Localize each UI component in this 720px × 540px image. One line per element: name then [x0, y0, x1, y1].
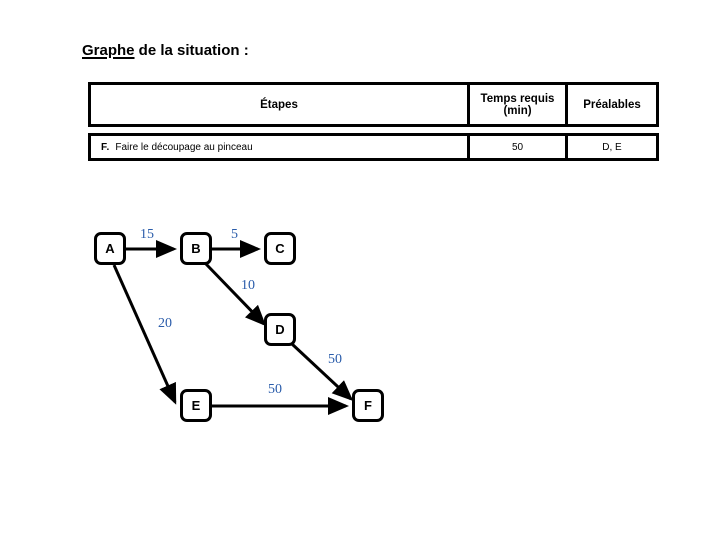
cell-prealables: D, E: [565, 133, 659, 161]
graph-node-e-label: E: [191, 398, 201, 413]
edge-label-b-c: 5: [231, 227, 238, 242]
header-temps-line1: Temps requis: [480, 92, 555, 105]
edge-label-a-e: 20: [158, 316, 172, 331]
edge-label-b-d: 10: [241, 278, 255, 293]
graph-node-c-label: C: [275, 241, 285, 256]
edge-d-f: [290, 342, 354, 402]
header-etapes: Étapes: [88, 82, 470, 127]
cell-temps: 50: [467, 133, 568, 161]
edge-a-e: [112, 264, 177, 405]
graph-node-a-label: A: [105, 241, 115, 256]
edge-label-e-f: 50: [268, 382, 282, 397]
graph-node-d[interactable]: D: [264, 313, 296, 346]
graph-node-e[interactable]: E: [180, 389, 212, 422]
steps-table: Étapes Temps requis (min) Préalables F. …: [88, 82, 659, 161]
table-row-spacer: [89, 125, 658, 135]
header-prealables: Préalables: [565, 82, 659, 127]
table-header-row: Étapes Temps requis (min) Préalables: [88, 82, 659, 127]
graph-node-f-label: F: [364, 398, 372, 413]
page-title-rest: de la situation :: [134, 42, 249, 59]
page-title: Graphe de la situation :: [82, 42, 249, 59]
cell-etape-code: F.: [101, 141, 110, 153]
graph-node-b[interactable]: B: [180, 232, 212, 265]
graph-node-a[interactable]: A: [94, 232, 126, 265]
graph-node-f[interactable]: F: [352, 389, 384, 422]
edge-label-d-f: 50: [328, 352, 342, 367]
graph-node-d-label: D: [275, 322, 285, 337]
page-title-underlined: Graphe: [82, 42, 135, 59]
header-temps-line2: (min): [503, 104, 532, 117]
table-row: F. Faire le découpage au pinceau 50 D, E: [88, 133, 659, 161]
cell-etape: F. Faire le découpage au pinceau: [88, 133, 470, 161]
graph-node-c[interactable]: C: [264, 232, 296, 265]
edge-b-d: [204, 262, 267, 327]
cell-etape-text: Faire le découpage au pinceau: [115, 141, 253, 153]
edge-label-a-b: 15: [140, 227, 154, 242]
graph-node-b-label: B: [191, 241, 201, 256]
header-temps-requis: Temps requis (min): [467, 82, 568, 127]
